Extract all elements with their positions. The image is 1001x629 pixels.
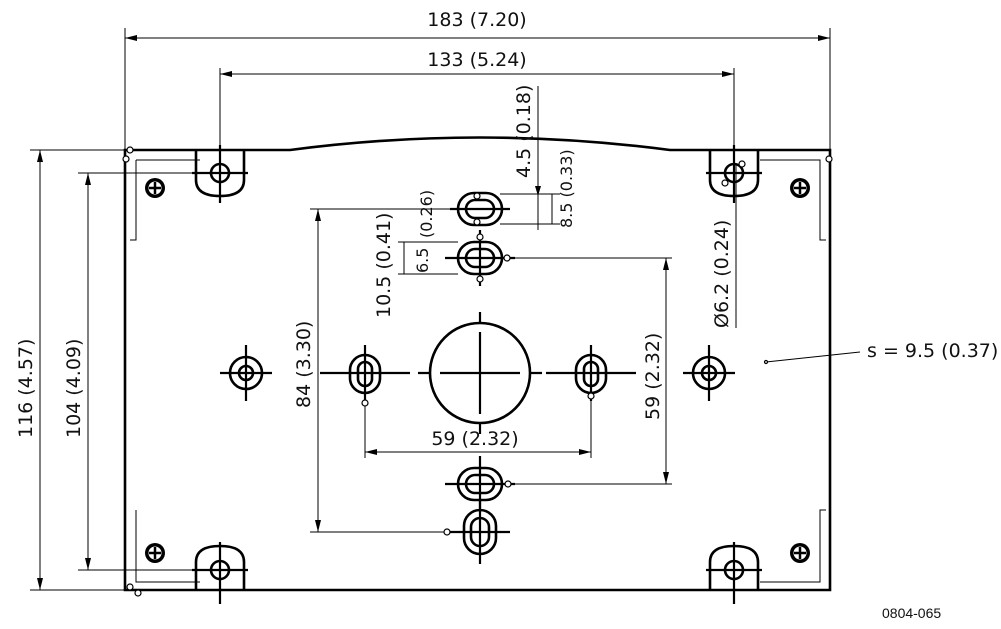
dim-top-offset: 4.5 (0.18) [513,85,535,178]
figure-reference: 0804-065 [882,605,941,621]
reference-markers [122,146,833,597]
dim-slot-pitch-upper: 8.5 (0.33) [557,149,576,228]
corner-mount-holes [192,145,762,604]
enclosure-outline [123,136,832,592]
center-hole [418,312,542,434]
dim-vertical-spacing: 84 (3.30) [293,321,315,408]
dim-overall-height: 116 (4.57) [15,339,37,438]
dim-horizontal-slot-spacing: 59 (2.32) [431,428,518,450]
dim-mount-spacing-height: 104 (4.09) [63,339,85,438]
side-round-holes [220,345,735,401]
dim-hole-diameter: Ø6.2 (0.24) [711,220,733,328]
dim-thickness: s = 9.5 (0.37) [867,340,998,362]
dim-overall-width: 183 (7.20) [427,9,526,31]
dim-slot-width-upper: (0.26) [417,190,436,238]
dimension-lines [30,28,861,591]
dim-mount-spacing-width: 133 (5.24) [427,49,526,71]
cover-screws [145,178,810,563]
dim-slot-to-slot: 10.5 (0.41) [373,213,395,318]
dim-vertical-slot-spacing: 59 (2.32) [642,333,664,420]
dim-slot-height: 6.5 [413,248,432,273]
